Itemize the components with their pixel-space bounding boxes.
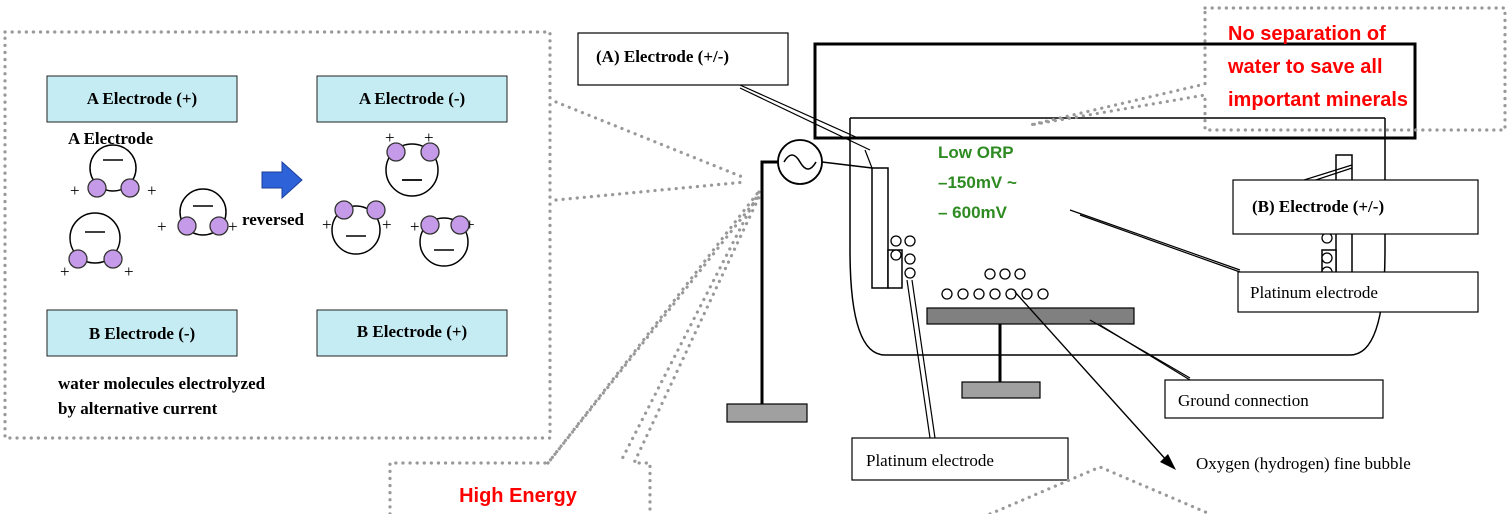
low-orp-line1: Low ORP <box>938 143 1014 162</box>
tank-body <box>849 118 1125 356</box>
b-electrode-minus-label: B Electrode (-) <box>89 324 195 343</box>
water-molecule: + + <box>60 212 134 281</box>
electrode-b-label: (B) Electrode (+/-) <box>1252 197 1384 216</box>
b-electrode-plus-label: B Electrode (+) <box>357 322 467 341</box>
ground-plate-center <box>961 381 1041 399</box>
electrode-a-label: (A) Electrode (+/-) <box>596 47 729 66</box>
svg-text:+: + <box>70 181 80 200</box>
b-electrode-minus-box <box>46 309 238 357</box>
low-orp-line3: – 600mV <box>938 203 1008 222</box>
inset-panel: A Electrode (+) A Electrode (-) B Electr… <box>3 30 552 440</box>
dotted-connector <box>554 180 747 202</box>
ground-label: Ground connection <box>1178 391 1309 410</box>
low-orp-line2: –150mV ~ <box>938 173 1017 192</box>
electrolysis-apparatus <box>726 42 1417 423</box>
electrode-a-box <box>577 32 789 86</box>
arrow-right-icon <box>261 160 303 200</box>
svg-text:+: + <box>424 128 434 147</box>
water-molecule: + + <box>385 128 440 197</box>
ground-box <box>1164 379 1384 419</box>
svg-text:+: + <box>465 215 475 234</box>
platinum-right-box <box>1237 271 1479 313</box>
no-separation-callout-border <box>1029 6 1507 132</box>
tank-body-right <box>1125 118 1386 356</box>
tank-lid <box>813 42 1417 140</box>
a-electrode-minus-box <box>316 75 508 123</box>
caption-line1: water molecules electrolyzed <box>58 374 266 393</box>
platinum-bottom-box <box>851 437 1069 481</box>
high-energy-label: High Energy <box>459 485 578 507</box>
left-electrode-a <box>871 167 889 289</box>
water-molecule: + + <box>70 144 157 200</box>
a-electrode-plus-label: A Electrode (+) <box>87 89 197 108</box>
platinum-right-label: Platinum electrode <box>1250 283 1378 302</box>
svg-text:+: + <box>124 262 134 281</box>
water-molecule: + + <box>322 200 392 255</box>
svg-text:+: + <box>410 217 420 236</box>
dotted-connector <box>988 465 1212 514</box>
svg-text:+: + <box>147 181 157 200</box>
svg-text:+: + <box>382 215 392 234</box>
no-separation-line1: No separation of <box>1228 23 1386 45</box>
ground-plate-left <box>726 403 808 423</box>
svg-text:+: + <box>385 128 395 147</box>
high-energy-callout-border-line <box>546 189 762 465</box>
high-energy-callout-border <box>388 194 762 514</box>
platinum-plate-bottom <box>926 307 1135 325</box>
bubbles <box>890 232 1333 300</box>
a-electrode-small-label: A Electrode <box>68 129 154 148</box>
bubble-label: Oxygen (hydrogen) fine bubble <box>1196 454 1411 473</box>
reversed-label: reversed <box>242 210 305 229</box>
b-electrode-plus-box <box>316 309 508 357</box>
arrow-head-icon <box>1160 454 1176 470</box>
caption-line2: by alternative current <box>58 399 218 418</box>
water-molecule: + + <box>410 215 475 267</box>
dotted-connector <box>554 100 747 180</box>
svg-text:+: + <box>228 217 238 236</box>
svg-text:+: + <box>157 217 167 236</box>
a-electrode-plus-box <box>46 75 238 123</box>
water-molecule: + + <box>157 188 238 236</box>
a-electrode-minus-label: A Electrode (-) <box>359 89 465 108</box>
no-separation-line2: water to save all <box>1227 56 1383 78</box>
no-separation-line3: important minerals <box>1228 89 1408 111</box>
platinum-bottom-label: Platinum electrode <box>866 451 994 470</box>
electrode-b-box <box>1232 179 1479 235</box>
svg-text:+: + <box>322 215 332 234</box>
svg-text:+: + <box>60 262 70 281</box>
